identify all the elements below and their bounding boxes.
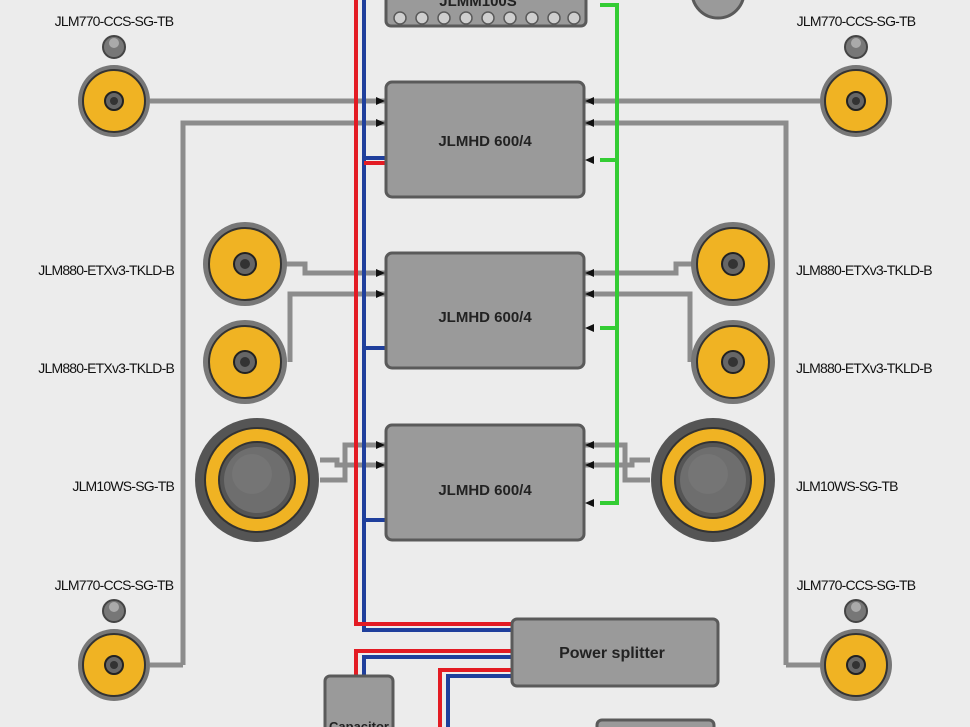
amplifier-1-label: JLMHD 600/4 xyxy=(438,133,532,150)
amplifier-2: JLMHD 600/4 xyxy=(384,251,586,370)
amplifier-3-label: JLMHD 600/4 xyxy=(438,482,532,499)
speaker-mid-right-1: JLM880-ETXv3-TKLD-B xyxy=(691,222,933,306)
speaker-rear-left-label: JLM770-CCS-SG-TB xyxy=(55,577,174,593)
speaker-front-right: JLM770-CCS-SG-TB xyxy=(797,13,917,137)
bottom-unit xyxy=(595,718,716,727)
power-splitter-label: Power splitter xyxy=(559,645,665,662)
power-splitter: Power splitter xyxy=(510,617,720,688)
speaker-front-right-label: JLM770-CCS-SG-TB xyxy=(797,13,916,29)
speaker-mid-left-1-label: JLM880-ETXv3-TKLD-B xyxy=(38,262,174,278)
speaker-sub-left-label: JLM10WS-SG-TB xyxy=(72,478,174,494)
speaker-rear-right: JLM770-CCS-SG-TB xyxy=(797,577,917,701)
remote-wire xyxy=(600,3,619,505)
speaker-front-left-label: JLM770-CCS-SG-TB xyxy=(55,13,174,29)
amplifier-3: JLMHD 600/4 xyxy=(384,423,586,542)
top-unit-label: JLMM100S xyxy=(439,0,517,10)
amplifier-2-label: JLMHD 600/4 xyxy=(438,309,532,326)
speaker-sub-right: JLM10WS-SG-TB xyxy=(651,418,899,542)
connector-arrows xyxy=(376,97,594,507)
speaker-front-left: JLM770-CCS-SG-TB xyxy=(55,13,175,137)
speaker-sub-right-label: JLM10WS-SG-TB xyxy=(796,478,898,494)
speaker-mid-left-2: JLM880-ETXv3-TKLD-B xyxy=(38,320,287,404)
power-wires xyxy=(354,0,512,727)
speaker-mid-right-2-label: JLM880-ETXv3-TKLD-B xyxy=(796,360,932,376)
speaker-sub-left: JLM10WS-SG-TB xyxy=(72,418,319,542)
capacitor-label: Capacitor xyxy=(329,719,389,727)
speaker-rear-right-label: JLM770-CCS-SG-TB xyxy=(797,577,916,593)
speaker-mid-right-2: JLM880-ETXv3-TKLD-B xyxy=(691,320,933,404)
amplifier-1: JLMHD 600/4 xyxy=(384,80,586,199)
top-knob xyxy=(691,0,745,20)
top-unit: JLMM100S xyxy=(384,0,588,28)
speaker-mid-left-1: JLM880-ETXv3-TKLD-B xyxy=(38,222,287,306)
speaker-mid-left-2-label: JLM880-ETXv3-TKLD-B xyxy=(38,360,174,376)
speaker-mid-right-1-label: JLM880-ETXv3-TKLD-B xyxy=(796,262,932,278)
capacitor: Capacitor xyxy=(323,674,395,727)
speaker-rear-left: JLM770-CCS-SG-TB xyxy=(55,577,175,701)
